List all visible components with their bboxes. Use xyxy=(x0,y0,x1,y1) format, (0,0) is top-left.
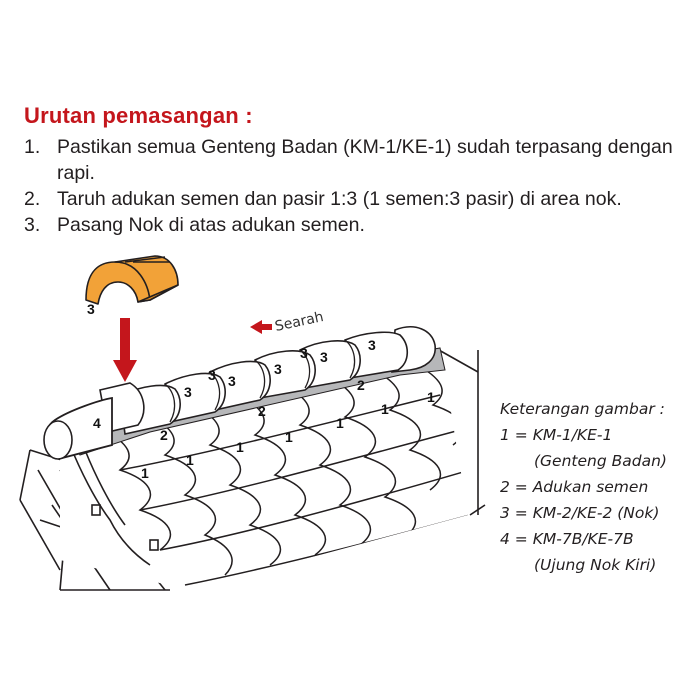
nok-label: 3 xyxy=(368,337,376,353)
tile-label: 1 xyxy=(336,415,344,431)
end-cap-label: 4 xyxy=(93,415,101,431)
mortar-label: 2 xyxy=(357,377,365,393)
ridge-tile-seams xyxy=(164,339,356,423)
legend-item: 1 = KM-1/KE-1 xyxy=(500,426,613,444)
step-text: Pasang Nok di atas adukan semen. xyxy=(57,214,365,236)
step-number: 3. xyxy=(24,214,41,236)
nok-label: 3 xyxy=(208,367,216,383)
mortar-label: 2 xyxy=(258,403,266,419)
nok-label: 3 xyxy=(228,373,236,389)
direction-label: Searah xyxy=(274,309,326,335)
legend-item: 2 = Adukan semen xyxy=(500,478,649,496)
legend-item: 4 = KM-7B/KE-7B xyxy=(500,530,634,548)
step-number: 2. xyxy=(24,188,41,210)
nok-label: 3 xyxy=(320,349,328,365)
step-text: Pastikan semua Genteng Badan (KM-1/KE-1)… xyxy=(57,136,673,184)
placement-arrow xyxy=(113,318,137,382)
legend-item-note: (Ujung Nok Kiri) xyxy=(534,556,657,574)
step-text: Taruh adukan semen dan pasir 1:3 (1 seme… xyxy=(57,188,622,210)
nok-label: 3 xyxy=(184,384,192,400)
tile-label: 1 xyxy=(285,429,293,445)
step-item: 1. Pastikan semua Genteng Badan (KM-1/KE… xyxy=(24,134,697,186)
tile-label: 1 xyxy=(381,401,389,417)
legend-item: 3 = KM-2/KE-2 (Nok) xyxy=(500,504,660,522)
legend-item-note: (Genteng Badan) xyxy=(534,452,667,470)
tile-label: 1 xyxy=(236,439,244,455)
steps-list: 1. Pastikan semua Genteng Badan (KM-1/KE… xyxy=(24,134,697,238)
step-number: 1. xyxy=(24,136,41,158)
tile-label: 1 xyxy=(427,389,435,405)
nok-callout-label: 3 xyxy=(87,301,95,317)
tile-label: 1 xyxy=(186,452,194,468)
nok-label: 3 xyxy=(274,361,282,377)
step-item: 3. Pasang Nok di atas adukan semen. xyxy=(24,212,697,238)
roof-left-edge xyxy=(69,444,159,566)
tile-label: 1 xyxy=(141,465,149,481)
nok-label: 3 xyxy=(300,345,308,361)
step-item: 2. Taruh adukan semen dan pasir 1:3 (1 s… xyxy=(24,186,697,212)
mortar-label: 2 xyxy=(160,427,168,443)
legend: Keterangan gambar : 1 = KM-1/KE-1 (Gente… xyxy=(500,396,667,578)
ridge-end-cap xyxy=(43,396,113,460)
nok-tile-preview xyxy=(85,255,179,305)
direction-arrow-icon xyxy=(250,320,272,334)
page-title: Urutan pemasangan : xyxy=(24,103,253,128)
legend-heading: Keterangan gambar : xyxy=(500,400,665,418)
